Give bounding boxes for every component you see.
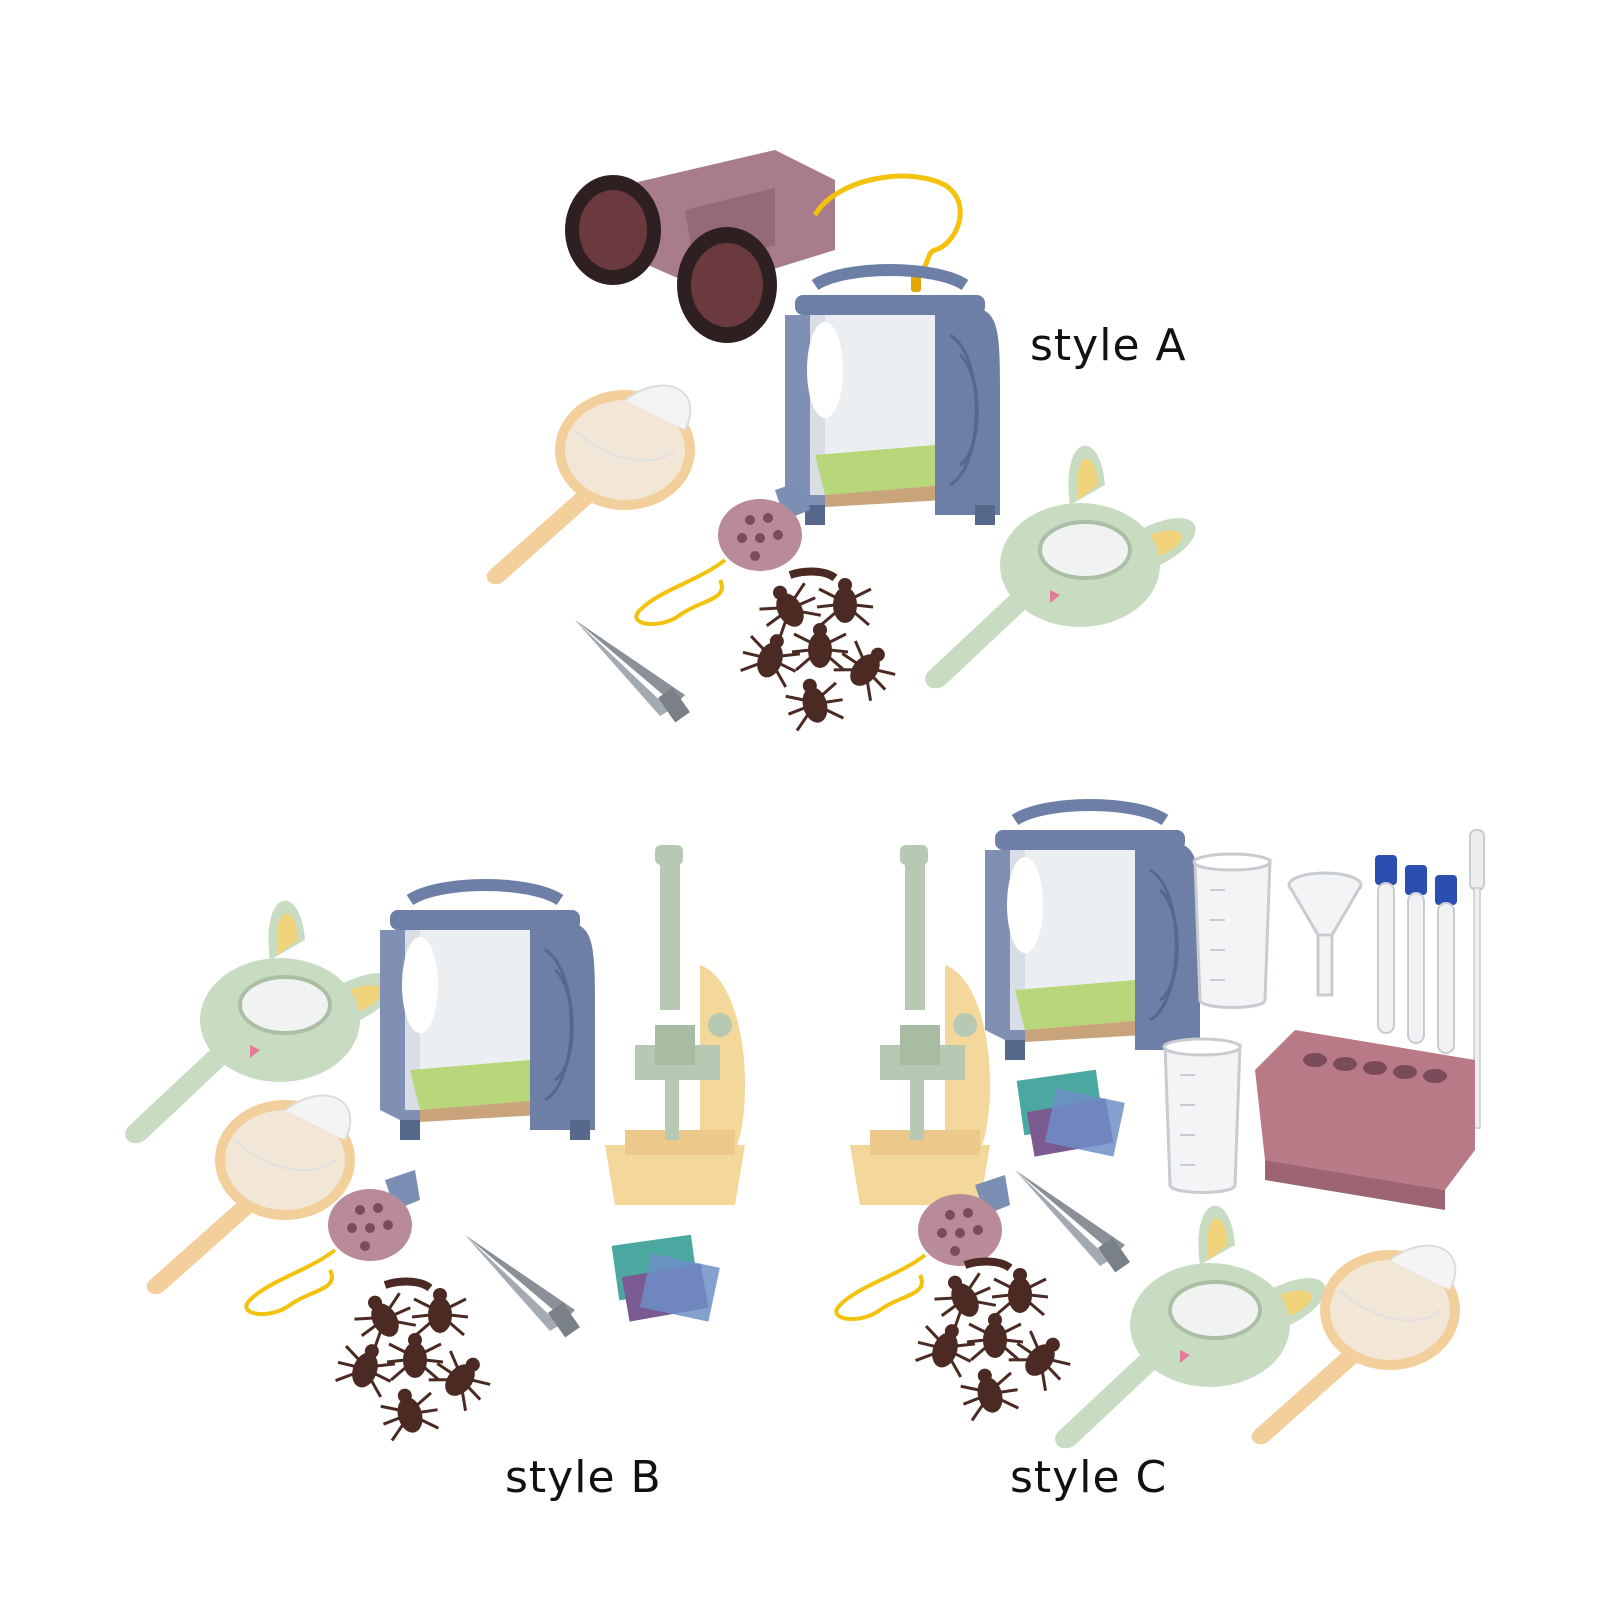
- insect-figures-icon: [912, 1262, 1079, 1422]
- test-tube-icon: [1434, 874, 1458, 1054]
- style-c-group: [834, 805, 1485, 1451]
- bug-cage-icon: [785, 270, 1000, 525]
- specimen-slides-icon: [1016, 1069, 1125, 1157]
- tweezers-icon: [575, 620, 690, 723]
- test-tube-icon: [1404, 864, 1428, 1044]
- binoculars-icon: [565, 150, 835, 343]
- insect-figures-icon: [332, 1282, 499, 1442]
- bug-cage-icon: [985, 805, 1200, 1060]
- style-a-label: style A: [1030, 320, 1187, 371]
- funnel-icon: [1287, 871, 1363, 997]
- style-a-group: [487, 150, 1198, 732]
- style-b-label: style B: [505, 1452, 662, 1503]
- tweezers-icon: [465, 1235, 580, 1338]
- tweezers-icon: [1015, 1170, 1130, 1273]
- tube-rack-icon: [1255, 1030, 1475, 1210]
- style-b-group: [123, 845, 746, 1442]
- specimen-slides-icon: [611, 1234, 720, 1322]
- microscope-icon: [850, 845, 991, 1205]
- butterfly-net-icon: [147, 1096, 351, 1295]
- microscope-icon: [605, 845, 746, 1205]
- test-tube-icon: [1374, 854, 1398, 1034]
- bug-cage-icon: [380, 885, 595, 1140]
- style-c-label: style C: [1010, 1452, 1168, 1503]
- butterfly-net-icon: [487, 386, 691, 585]
- beaker-icon: [1162, 1037, 1242, 1194]
- beaker-icon: [1192, 852, 1272, 1009]
- insect-figures-icon: [737, 572, 904, 732]
